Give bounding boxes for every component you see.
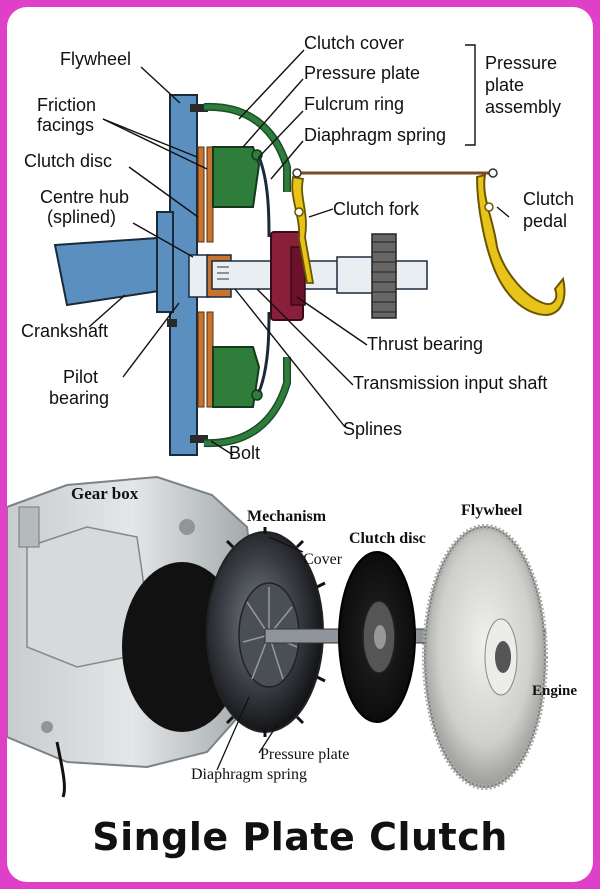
label-clutch-disc: Clutch disc — [24, 151, 112, 171]
poster-frame: Flywheel Friction facings Clutch disc Ce… — [7, 7, 593, 882]
clutch-diagram: Flywheel Friction facings Clutch disc Ce… — [7, 33, 577, 798]
label-friction-facings-2: facings — [37, 115, 94, 135]
label-centre-hub-2: (splined) — [47, 207, 116, 227]
friction-facing-shape — [197, 146, 205, 243]
clutch-photo-illustration — [7, 475, 548, 798]
clutch-pedal-shape — [475, 173, 566, 317]
label-transmission-input-shaft: Transmission input shaft — [353, 373, 547, 393]
photo-label-flywheel: Flywheel — [461, 502, 523, 519]
label-crankshaft: Crankshaft — [21, 321, 108, 341]
label-flywheel: Flywheel — [60, 49, 131, 69]
label-thrust-bearing: Thrust bearing — [367, 334, 483, 354]
label-pressure-plate: Pressure plate — [304, 63, 420, 83]
label-pp-assembly-2: plate — [485, 75, 524, 95]
label-fulcrum-ring: Fulcrum ring — [304, 94, 404, 114]
label-clutch-pedal-2: pedal — [523, 211, 567, 231]
photo-label-clutch-disc: Clutch disc — [349, 530, 426, 547]
gear-shape — [371, 233, 397, 319]
label-splines: Splines — [343, 419, 402, 439]
photo-label-gear-box: Gear box — [71, 484, 139, 503]
photo-label-diaphragm-spring: Diaphragm spring — [191, 766, 307, 783]
label-pilot-bearing-1: Pilot — [63, 367, 98, 387]
label-pp-assembly-3: assembly — [485, 97, 561, 117]
label-pilot-bearing-2: bearing — [49, 388, 109, 408]
clutch-fork-shape — [291, 175, 315, 284]
photo-label-pressure-plate: Pressure plate — [260, 746, 349, 763]
label-bolt: Bolt — [229, 443, 260, 463]
label-centre-hub-1: Centre hub — [40, 187, 129, 207]
crankshaft-shape — [53, 235, 173, 307]
photo-label-engine: Engine — [532, 683, 577, 699]
pressure-plate-shape — [212, 146, 261, 208]
photo-label-cover: Cover — [303, 551, 343, 568]
label-clutch-pedal-1: Clutch — [523, 189, 574, 209]
photo-label-mechanism: Mechanism — [247, 508, 327, 525]
label-clutch-fork: Clutch fork — [333, 199, 420, 219]
label-pp-assembly-1: Pressure — [485, 53, 557, 73]
label-clutch-cover: Clutch cover — [304, 33, 404, 53]
label-friction-facings-1: Friction — [37, 95, 96, 115]
page-title: Single Plate Clutch — [92, 815, 508, 859]
label-diaphragm-spring: Diaphragm spring — [304, 125, 446, 145]
